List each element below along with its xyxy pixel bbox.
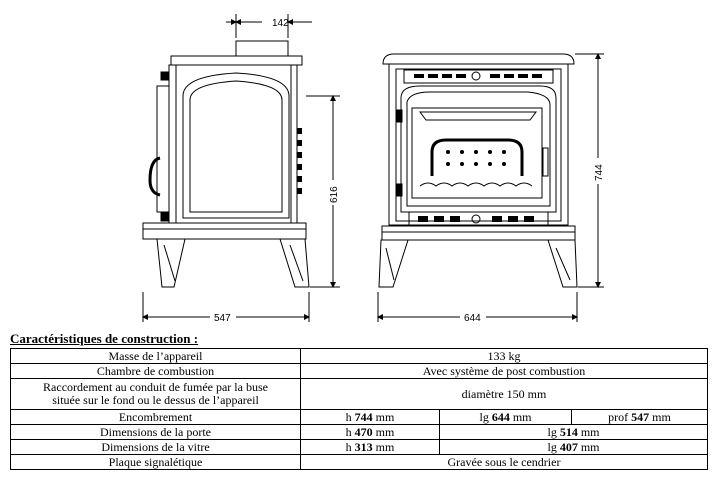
front-door-frame: [400, 85, 557, 213]
specs-table: Masse de l’appareil 133 kg Chambre de co…: [10, 348, 708, 470]
front-grate-bar: [430, 138, 524, 176]
table-row: Raccordement au conduit de fumée par la …: [10, 378, 708, 410]
side-body: [168, 64, 298, 224]
side-arched-panel: [182, 72, 290, 219]
front-base-plate: [381, 225, 576, 233]
side-door-handle: [148, 156, 161, 197]
front-body: [388, 63, 569, 226]
dimension-chimney-width: 142: [272, 18, 289, 29]
side-top-plate: [170, 55, 303, 66]
side-view: [142, 40, 310, 288]
front-top-plate: [382, 53, 575, 65]
front-leg-left: [378, 239, 409, 288]
row-value-plate: Gravée sous le cendrier: [300, 454, 708, 470]
door-height: h 470 mm: [300, 424, 440, 440]
row-label-glass: Dimensions de la vitre: [10, 439, 301, 455]
table-row: Dimensions de la porte h 470 mm lg 514 m…: [10, 424, 708, 440]
row-value-mass: 133 kg: [300, 348, 708, 364]
side-leg-front: [156, 238, 186, 288]
row-label-plate: Plaque signalétique: [10, 454, 301, 470]
front-door-handle: [542, 147, 549, 177]
row-label-flue: Raccordement au conduit de fumée par la …: [10, 378, 301, 410]
front-log-scallops: [419, 182, 533, 187]
row-value-flue: diamètre 150 mm: [300, 378, 708, 410]
door-width: lg 514 mm: [439, 424, 708, 440]
front-glass-window: [411, 107, 543, 199]
row-label-footprint: Encombrement: [10, 409, 301, 425]
table-row: Chambre de combustion Avec système de po…: [10, 363, 708, 379]
footprint-width: lg 644 mm: [439, 409, 572, 425]
section-title: Caractéristiques de construction :: [10, 331, 199, 346]
row-label-mass: Masse de l’appareil: [10, 348, 301, 364]
stove-technical-drawing: 142 616 547: [142, 14, 605, 324]
side-base-plate: [142, 222, 307, 230]
table-row: Masse de l’appareil 133 kg: [10, 348, 708, 364]
row-label-chamber: Chambre de combustion: [10, 363, 301, 379]
side-leg-back: [279, 238, 310, 288]
dimension-side-depth: 547: [214, 313, 231, 324]
dimension-side-height: 616: [329, 186, 340, 203]
dimension-front-width: 644: [464, 313, 481, 324]
table-row: Dimensions de la vitre h 313 mm lg 407 m…: [10, 439, 708, 455]
footprint-depth: prof 547 mm: [571, 409, 708, 425]
table-row: Encombrement h 744 mm lg 644 mm prof 547…: [10, 409, 708, 425]
side-flue-collar: [235, 40, 289, 57]
table-row: Plaque signalétique Gravée sous le cendr…: [10, 454, 708, 470]
dimension-front-height: 744: [594, 164, 605, 181]
footprint-height: h 744 mm: [300, 409, 440, 425]
glass-height: h 313 mm: [300, 439, 440, 455]
row-label-door: Dimensions de la porte: [10, 424, 301, 440]
front-leg-right: [547, 239, 578, 288]
glass-width: lg 407 mm: [439, 439, 708, 455]
front-view: [378, 53, 578, 288]
front-top-vents: [403, 69, 554, 84]
side-door-edge: [156, 85, 170, 213]
row-value-chamber: Avec système de post combustion: [300, 363, 708, 379]
